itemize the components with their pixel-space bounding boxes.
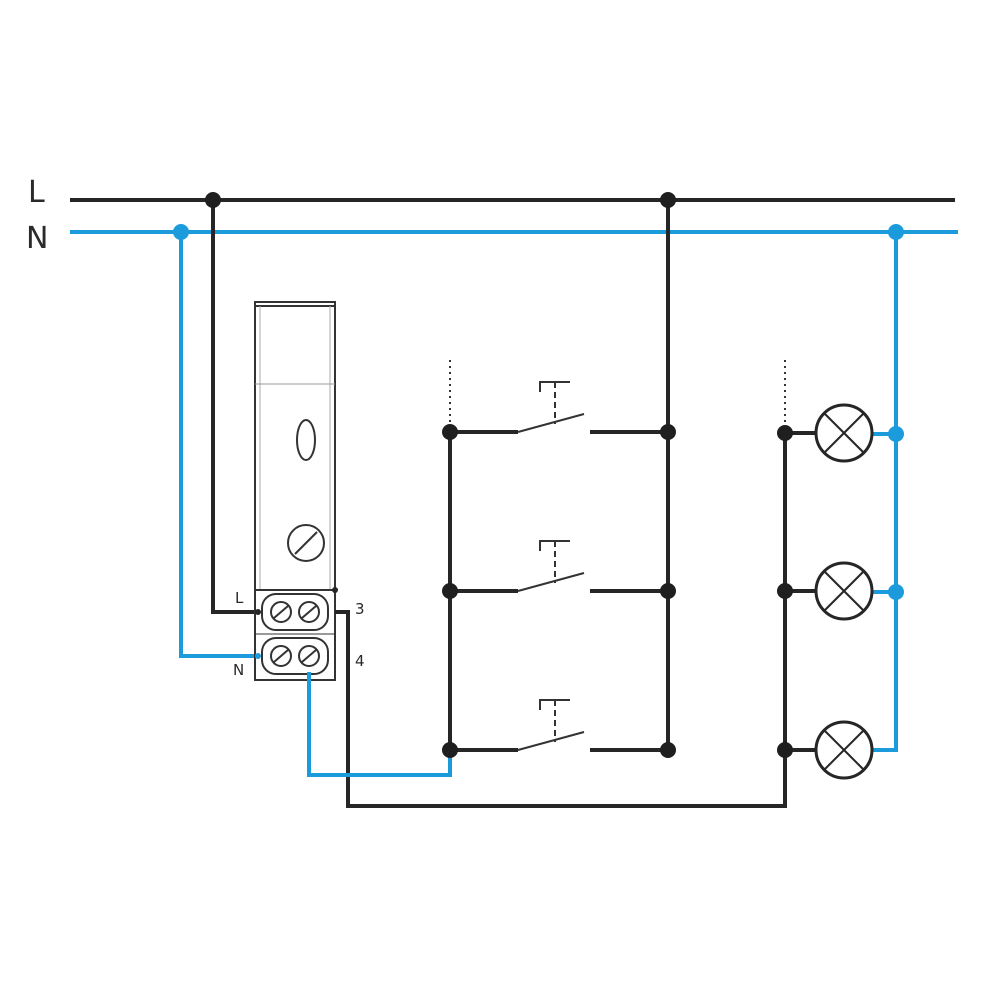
junction-dot	[777, 742, 793, 758]
junction-dot	[660, 424, 676, 440]
junction-dot	[888, 584, 904, 600]
junction-dot	[660, 583, 676, 599]
relay-line-feed-wire	[211, 200, 258, 614]
lamp-1	[785, 403, 874, 463]
terminal-point	[255, 653, 261, 659]
relay-output-to-lamps-wire	[335, 610, 787, 808]
relay-indicator-window	[296, 419, 316, 461]
junction-dot	[888, 224, 904, 240]
relay-neutral-feed-wire	[179, 232, 258, 658]
lamp-3	[785, 720, 874, 780]
relay-manual-knob[interactable]	[287, 524, 325, 562]
lamp-neutral-wire	[872, 232, 898, 752]
junction-dot	[442, 742, 458, 758]
relay-terminal-4-label: 4	[355, 652, 365, 670]
relay-terminal-n-label: N	[233, 661, 244, 679]
neutral-rail-label: N	[26, 221, 48, 256]
relay-terminal-row-top	[261, 593, 329, 631]
junction-dot	[888, 426, 904, 442]
pushbutton-3[interactable]	[450, 699, 668, 752]
relay-coil-to-pushbuttons-wire	[307, 672, 452, 777]
junction-dot	[660, 742, 676, 758]
pushbutton-1[interactable]	[450, 381, 668, 434]
relay-terminal-l-label: L	[235, 589, 244, 607]
junction-dot	[442, 424, 458, 440]
relay-terminal-row-bottom	[261, 637, 329, 675]
junction-dot	[660, 192, 676, 208]
pushbutton-2[interactable]	[450, 540, 668, 593]
impulse-relay	[254, 301, 336, 681]
junction-dot	[205, 192, 221, 208]
terminal-point	[255, 609, 261, 615]
lamp-2	[785, 561, 874, 621]
terminal-point	[332, 587, 338, 593]
line-rail-label: L	[28, 175, 45, 210]
junction-dot	[442, 583, 458, 599]
relay-terminal-3-label: 3	[355, 600, 365, 618]
junction-dot	[173, 224, 189, 240]
junction-dot	[777, 425, 793, 441]
junction-dot	[777, 583, 793, 599]
